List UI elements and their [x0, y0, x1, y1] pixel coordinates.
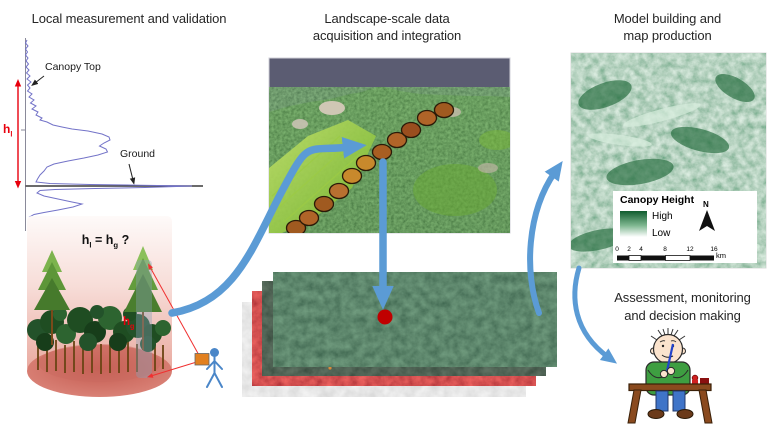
tall-pine-left [34, 250, 70, 345]
canopy-top-leader-arrow [31, 75, 45, 87]
assessment-line2: and decision making [624, 308, 741, 323]
desk-top [628, 383, 712, 392]
pant-leg-right [672, 390, 686, 412]
eyebrows [659, 340, 677, 343]
forest-plot-cylinder [27, 216, 223, 397]
left-panel-title: Local measurement and validation [31, 11, 227, 26]
desk-leg-right [698, 389, 713, 424]
rangefinder-instrument [194, 353, 210, 366]
data-layers-stack [242, 272, 557, 397]
shoe-right [676, 409, 694, 419]
desk-leg-left [627, 389, 642, 424]
hand-left [659, 369, 669, 379]
hand-right [666, 366, 676, 376]
h-ground-label: hg [123, 316, 135, 331]
scale-tick-4: 4 [639, 246, 643, 253]
range-line-bottom [146, 360, 201, 378]
layer-satellite-green [273, 272, 557, 367]
right-title-line2: map production [623, 28, 712, 43]
sample-location-dot [377, 309, 393, 325]
map-dark-stands [571, 74, 755, 252]
middle-title-line1: Landscape-scale data [324, 11, 450, 26]
legend-title: Canopy Height [620, 194, 695, 206]
terrain-3d-image [268, 57, 511, 234]
scale-tick-2: 2 [627, 246, 631, 253]
legend-high-label: High [652, 211, 673, 222]
scale-tick-8: 8 [663, 246, 667, 253]
canopy-top-label: Canopy Top [45, 61, 101, 73]
shoe-left [647, 409, 665, 419]
red-game-piece [691, 374, 699, 382]
ground-label: Ground [120, 148, 156, 160]
north-arrow-icon [699, 210, 715, 231]
flow-arrow-field-to-landscape [168, 137, 367, 317]
pen [665, 343, 675, 372]
up-arrowhead-icon [14, 79, 22, 87]
height-equation: hl = hg ? [81, 233, 130, 250]
smile [661, 354, 674, 358]
waveform-curve [24, 39, 193, 230]
eye-left [661, 344, 665, 348]
scale-tick-16: 16 [710, 246, 718, 253]
scale-bar [617, 255, 714, 261]
scale-tick-12: 12 [686, 246, 694, 253]
red-piece-base [692, 380, 698, 384]
analyst-at-desk-illustration [627, 328, 713, 424]
canopy-blobs [27, 305, 171, 352]
ground-leader-arrow [128, 163, 136, 185]
bare-patch-2 [292, 119, 308, 129]
north-label: N [703, 200, 709, 209]
assessment-line1: Assessment, monitoring [614, 290, 751, 305]
meadow-patch-small [479, 130, 510, 150]
map-legend [613, 191, 757, 263]
measurement-beam [136, 260, 152, 378]
lidar-waveform-plot [14, 38, 203, 231]
bare-patch [319, 101, 345, 115]
canopy-height-map [570, 52, 767, 269]
bare-patch-4 [478, 163, 498, 173]
surveyor-stick-figure [206, 348, 223, 388]
meadow-patch-right [413, 164, 497, 216]
flow-arrow-map-to-assessment [572, 265, 618, 364]
arm-lines [647, 369, 689, 379]
dark-red-block [700, 378, 709, 384]
plot-shadow [38, 344, 161, 382]
scale-tick-0: 0 [615, 246, 619, 253]
hair-spikes [650, 328, 686, 341]
field-plot-circles [285, 101, 455, 233]
middle-panel-title: Landscape-scale data acquisition and int… [287, 10, 487, 44]
head [652, 333, 684, 365]
tall-pine-right [124, 246, 162, 350]
scale-unit-label: km [716, 251, 726, 260]
h-lidar-label: hl [3, 122, 13, 139]
down-arrowhead-icon [14, 181, 22, 189]
legend-gradient-swatch [620, 211, 647, 237]
right-panel-title: Model building and map production [570, 10, 765, 44]
assessment-text: Assessment, monitoring and decision maki… [590, 289, 768, 325]
right-title-line1: Model building and [613, 11, 722, 26]
middle-title-line2: acquisition and integration [312, 28, 462, 43]
pant-leg-left [655, 390, 669, 412]
flow-arrow-layers-to-map [527, 160, 563, 316]
legend-low-label: Low [652, 228, 671, 239]
